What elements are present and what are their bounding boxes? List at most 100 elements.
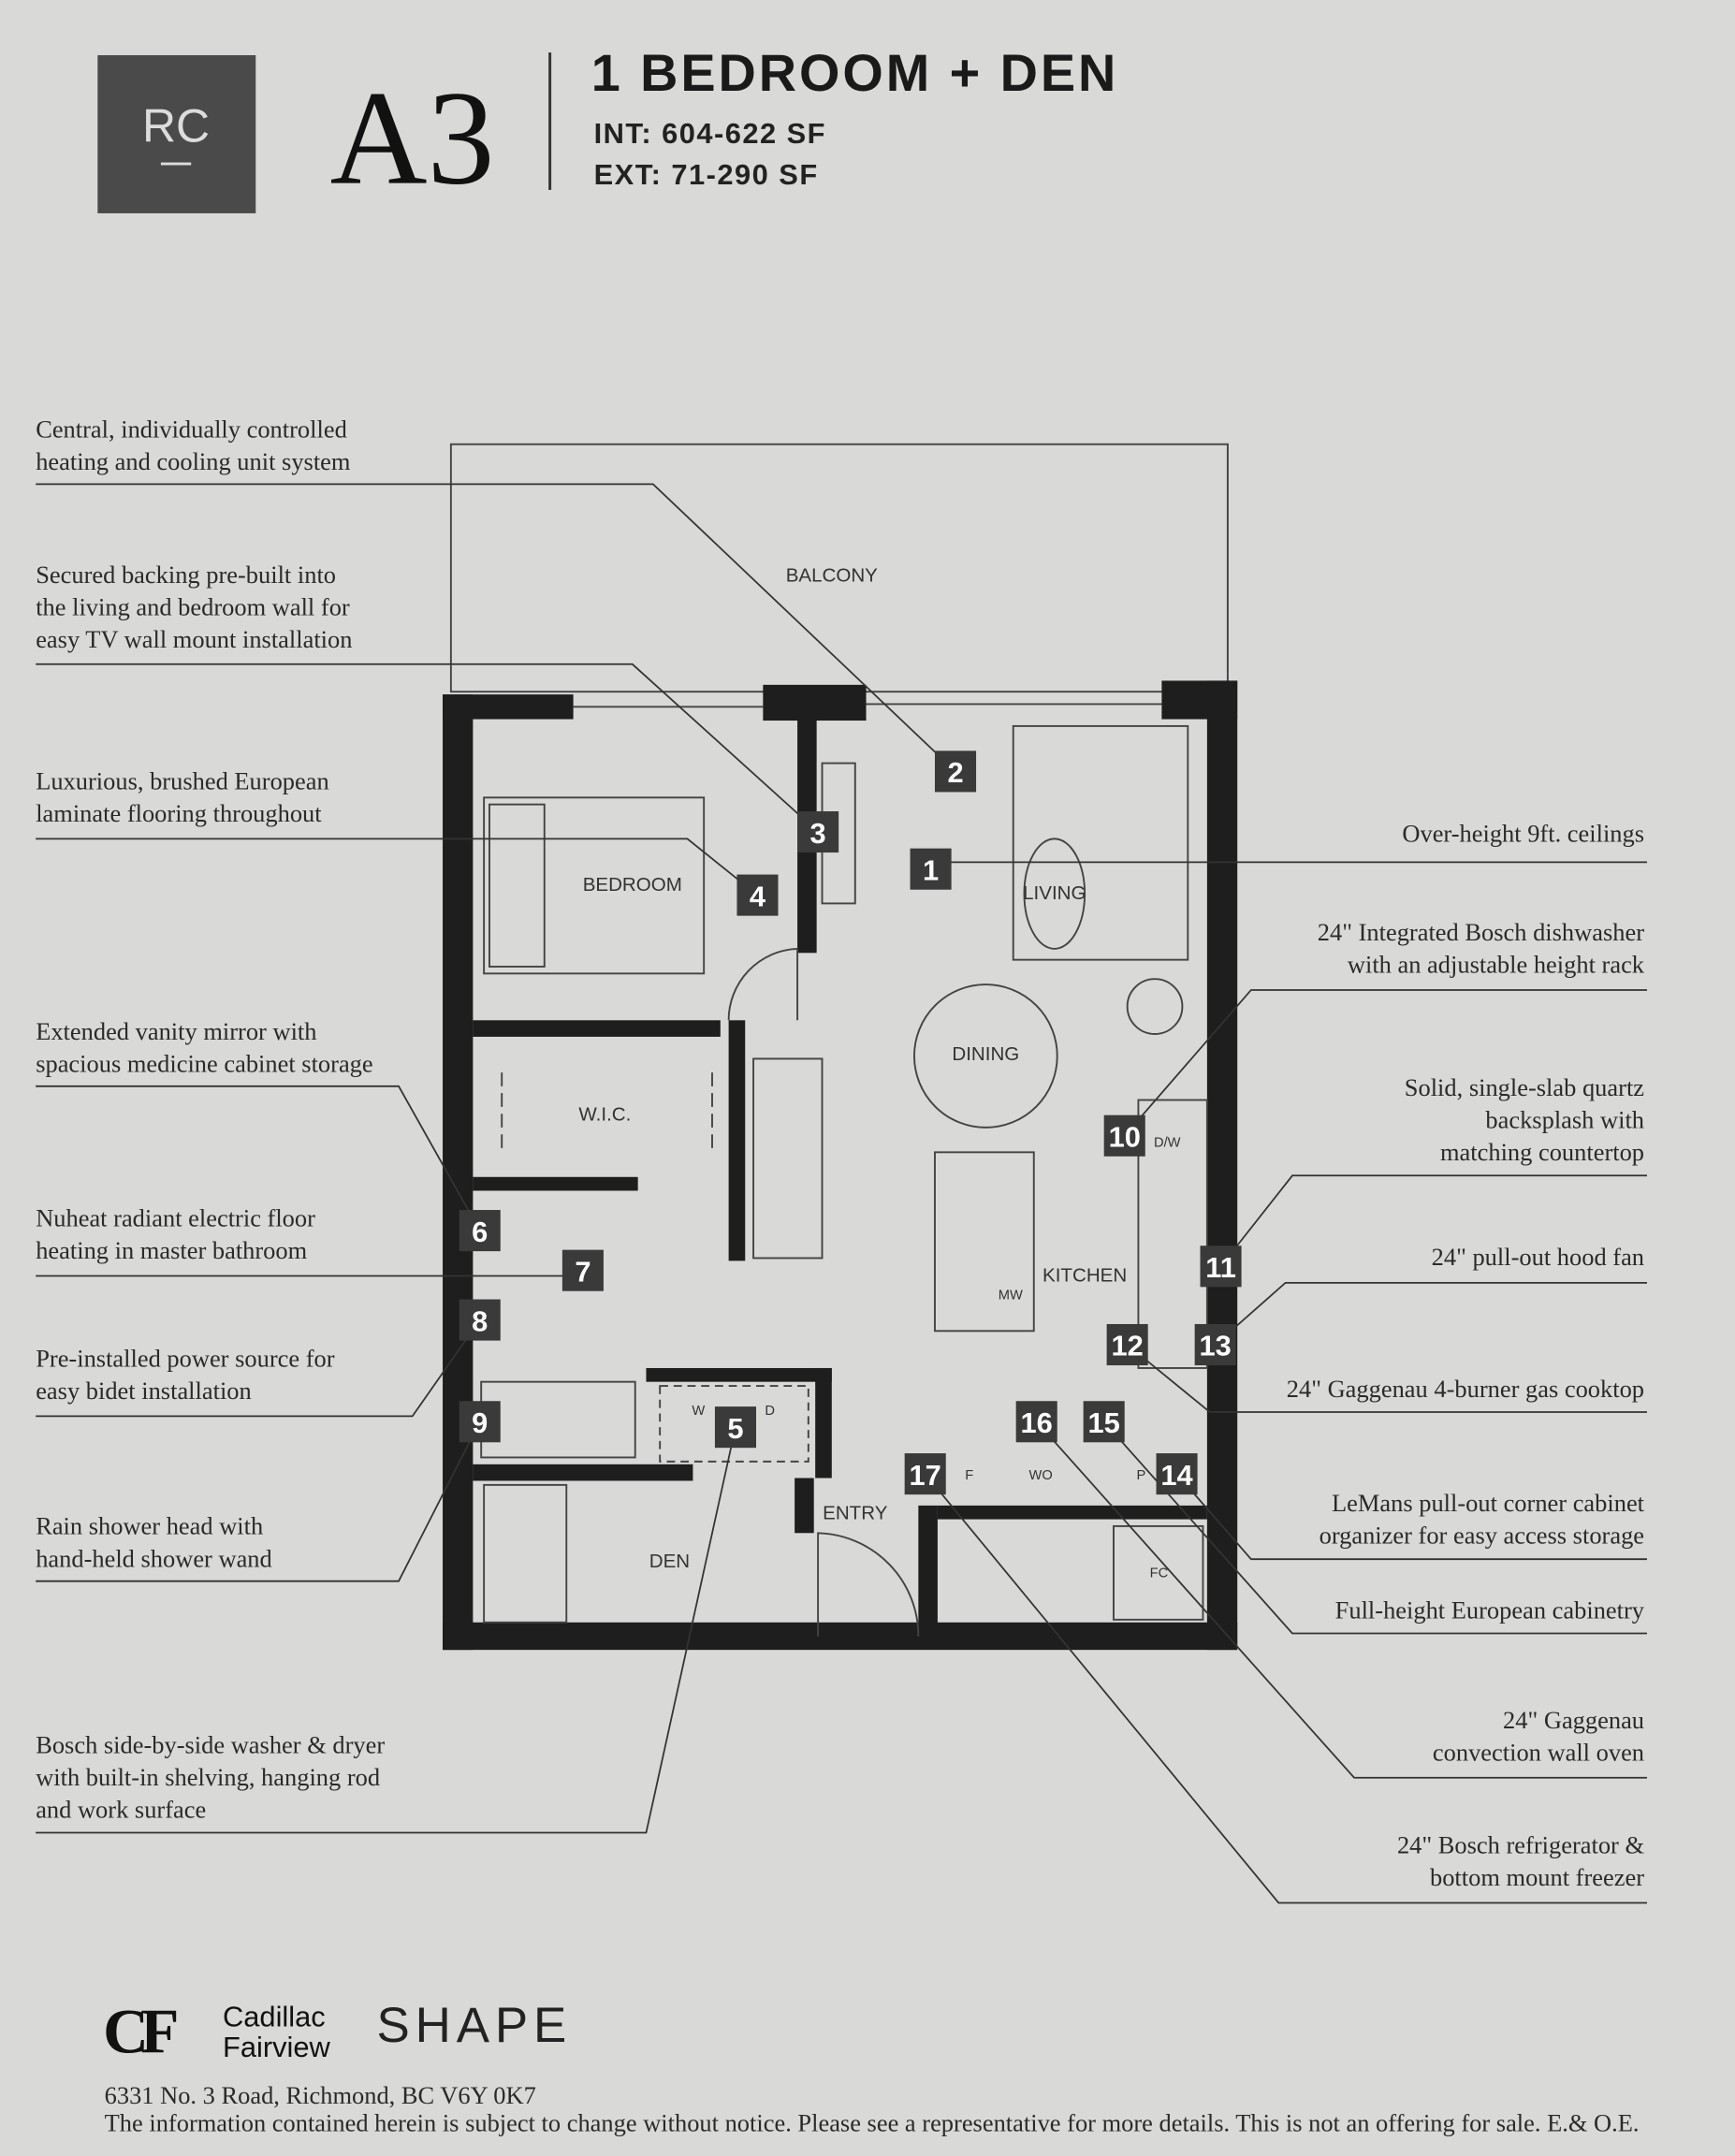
appliance-label-dryer: D	[765, 1404, 775, 1419]
marker-box	[1103, 1114, 1145, 1157]
callout-line: with an adjustable height rack	[1348, 951, 1645, 979]
leader-line	[1124, 989, 1647, 1137]
callout-line: Solid, single-slab quartz	[1405, 1073, 1644, 1101]
callout-line: laminate flooring throughout	[36, 799, 322, 827]
callout-text: Extended vanity mirror with spacious medi…	[36, 1017, 372, 1078]
leader-line	[36, 1085, 481, 1231]
callout-text: 24" pull-out hood fan	[1432, 1243, 1644, 1271]
header-divider	[548, 52, 552, 190]
leader-line	[36, 1420, 481, 1582]
appliance-label-dw: D/W	[1154, 1135, 1181, 1150]
callout-line: spacious medicine cabinet storage	[36, 1049, 372, 1077]
feature-marker-3: 3	[797, 810, 839, 853]
developer-name-line-1: Cadillac	[223, 2001, 326, 2033]
marker-box	[1194, 1323, 1236, 1366]
marker-number: 9	[472, 1406, 488, 1439]
leader-line	[36, 1426, 736, 1834]
wall-wic-south	[473, 1176, 638, 1191]
callout-line: Pre-installed power source for	[36, 1345, 335, 1373]
callout-line: Full-height European cabinetry	[1335, 1595, 1645, 1624]
callout-line: backsplash with	[1485, 1106, 1644, 1134]
callout-line: Bosch side-by-side washer & dryer	[36, 1730, 385, 1758]
feature-marker-2: 2	[934, 750, 977, 793]
feature-marker-5: 5	[714, 1406, 757, 1449]
leader-line	[36, 483, 956, 773]
callout-line: Luxurious, brushed European	[36, 766, 329, 794]
appliance-label-mw: MW	[999, 1289, 1023, 1304]
callout-line: Nuheat radiant electric floor	[36, 1204, 315, 1232]
wall-bedroom-south	[473, 1020, 721, 1037]
entry-door	[817, 1532, 920, 1637]
appliance-label-wall-oven: WO	[1028, 1468, 1052, 1483]
feature-marker-1: 1	[910, 848, 952, 890]
callout-line: Secured backing pre-built into	[36, 561, 336, 589]
callout-line: bottom mount freezer	[1430, 1863, 1644, 1891]
callout-text: 24" Gaggenau 4-burner gas cooktop	[1287, 1375, 1644, 1403]
callout-left: Central, individually controlled heating …	[36, 415, 956, 773]
feature-marker-9: 9	[459, 1401, 501, 1443]
callout-text: 24" Bosch refrigerator &bottom mount fre…	[1397, 1831, 1645, 1892]
callout-text: Over-height 9ft. ceilings	[1402, 819, 1644, 847]
room-label-balcony: BALCONY	[786, 565, 878, 587]
feature-marker-11: 11	[1200, 1246, 1242, 1288]
kitchen-island	[934, 1151, 1035, 1333]
marker-box	[910, 848, 952, 890]
feature-marker-4: 4	[736, 874, 779, 916]
callout-line: 24" Gaggenau 4-burner gas cooktop	[1287, 1375, 1644, 1403]
rc-logo-box	[97, 54, 256, 213]
marker-box	[561, 1249, 604, 1291]
callout-line: Extended vanity mirror with	[36, 1017, 316, 1045]
wall-entry-east	[918, 1505, 938, 1643]
sofa	[1012, 724, 1189, 961]
leader-line	[36, 1319, 481, 1418]
marker-number: 16	[1021, 1406, 1053, 1439]
feature-marker-15: 15	[1083, 1401, 1125, 1443]
wall-kitchen-south	[937, 1505, 1207, 1520]
marker-box	[1015, 1401, 1057, 1443]
room-label-bedroom: BEDROOM	[583, 874, 682, 896]
feature-marker-17: 17	[904, 1453, 946, 1495]
wall-bath-south	[473, 1464, 693, 1481]
wall-wic-east	[728, 1020, 746, 1261]
floor-plan: BALCONY	[443, 443, 1238, 1651]
rc-logo-text: RC	[142, 100, 210, 153]
coffee-table	[1023, 838, 1086, 950]
marker-number: 11	[1205, 1251, 1236, 1284]
callout-line: Central, individually controlled	[36, 415, 347, 443]
callout-left: Extended vanity mirror with spacious medi…	[36, 1017, 481, 1231]
wall-north-right	[1161, 680, 1238, 720]
pillows	[488, 803, 546, 968]
marker-number: 10	[1109, 1120, 1141, 1153]
leader-line	[925, 1473, 1647, 1904]
room-label-dining: DINING	[952, 1043, 1019, 1065]
callout-line: 24" Integrated Bosch dishwasher	[1318, 918, 1644, 946]
leader-line	[1175, 1473, 1647, 1561]
feature-marker-14: 14	[1156, 1453, 1198, 1495]
marker-box	[1156, 1453, 1198, 1495]
marker-box	[459, 1299, 501, 1341]
appliance-label-fridge: F	[965, 1468, 973, 1483]
shape-logo: SHAPE	[377, 1998, 573, 2053]
callout-text: Nuheat radiant electric floor heating in …	[36, 1204, 315, 1265]
callout-line: heating in master bathroom	[36, 1236, 307, 1264]
room-label-living: LIVING	[1023, 882, 1086, 904]
marker-number: 4	[750, 880, 765, 912]
marker-number: 8	[472, 1304, 488, 1337]
callout-right: 24" Gaggenau 4-burner gas cooktop	[1127, 1344, 1647, 1413]
marker-box	[904, 1453, 946, 1495]
callout-right: Solid, single-slab quartz backsplash with…	[1219, 1073, 1647, 1267]
bedroom-door	[727, 947, 799, 1021]
callout-line: heating and cooling unit system	[36, 447, 351, 475]
